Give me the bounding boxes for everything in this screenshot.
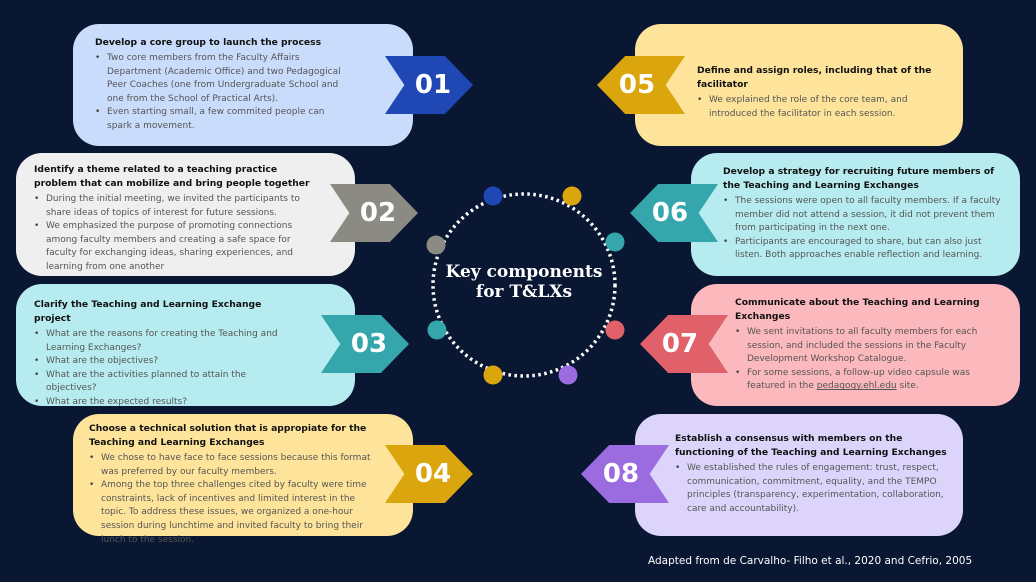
step-bullets: We established the rules of engagement: …	[675, 462, 947, 516]
step-bullets: Two core members from the Faculty Affair…	[95, 52, 343, 134]
step-title: Identify a theme related to a teaching p…	[34, 164, 310, 189]
bullet-item: For some sessions, a follow-up video cap…	[735, 367, 1004, 394]
bullet-text: site.	[896, 381, 919, 392]
step-card-02: Identify a theme related to a teaching p…	[16, 153, 355, 276]
bullet-item: What are the reasons for creating the Te…	[34, 328, 295, 355]
step-card-05: Define and assign roles, including that …	[635, 24, 963, 146]
step-bullets: What are the reasons for creating the Te…	[34, 328, 295, 410]
step-bullets: We chose to have face to face sessions b…	[89, 452, 373, 547]
step-title: Clarify the Teaching and Learning Exchan…	[34, 299, 262, 324]
bullet-item: What are the objectives?	[34, 355, 295, 369]
step-card-08: Establish a consensus with members on th…	[635, 414, 963, 536]
step-card-01: Develop a core group to launch the proce…	[73, 24, 413, 146]
step-card-06: Develop a strategy for recruiting future…	[691, 153, 1020, 276]
bullet-item: We sent invitations to all faculty membe…	[735, 326, 1004, 367]
step-bullets: The sessions were open to all faculty me…	[723, 195, 1004, 263]
bullet-item: Even starting small, a few commited peop…	[95, 106, 343, 133]
dotted-circle	[431, 192, 617, 378]
step-title: Choose a technical solution that is appr…	[89, 423, 367, 448]
step-title: Establish a consensus with members on th…	[675, 433, 947, 458]
bullet-item: What are the expected results?	[34, 396, 295, 410]
bullet-item: We established the rules of engagement: …	[675, 462, 947, 516]
bullet-item: We emphasized the purpose of promoting c…	[34, 220, 315, 274]
source-credit: Adapted from de Carvalho- Filho et al., …	[648, 555, 973, 567]
ring-dot	[483, 186, 503, 206]
ring-dot	[605, 320, 625, 340]
bullet-item: Among the top three challenges cited by …	[89, 479, 373, 547]
bullet-item: We explained the role of the core team, …	[697, 94, 947, 121]
bullet-item: We chose to have face to face sessions b…	[89, 452, 373, 479]
step-card-03: Clarify the Teaching and Learning Exchan…	[16, 284, 355, 409]
step-bullets: We sent invitations to all faculty membe…	[735, 326, 1004, 394]
step-card-04: Choose a technical solution that is appr…	[73, 414, 413, 545]
step-title: Develop a core group to launch the proce…	[95, 37, 322, 48]
step-title: Develop a strategy for recruiting future…	[723, 166, 995, 191]
bullet-item: Two core members from the Faculty Affair…	[95, 52, 343, 106]
ring-dot	[562, 186, 582, 206]
step-title: Define and assign roles, including that …	[697, 65, 932, 90]
center-title: Key components for T&LXs	[445, 262, 603, 302]
bullet-item: What are the activities planned to attai…	[34, 369, 295, 396]
step-title: Communicate about the Teaching and Learn…	[735, 297, 980, 322]
step-bullets: During the initial meeting, we invited t…	[34, 193, 315, 275]
step-bullets: We explained the role of the core team, …	[697, 94, 947, 121]
step-card-07: Communicate about the Teaching and Learn…	[691, 284, 1020, 406]
ring-dot	[427, 320, 447, 340]
bullet-text: For some sessions, a follow-up video cap…	[747, 367, 970, 392]
ring-dot	[558, 365, 578, 385]
bullet-item: During the initial meeting, we invited t…	[34, 193, 315, 220]
bullet-item: Participants are encouraged to share, bu…	[723, 236, 1004, 263]
ring-dot	[426, 235, 446, 255]
pedagogy-site-link[interactable]: pedagogy.ehl.edu	[816, 381, 897, 392]
ring-dot	[483, 365, 503, 385]
ring-dot	[605, 232, 625, 252]
bullet-item: The sessions were open to all faculty me…	[723, 195, 1004, 236]
